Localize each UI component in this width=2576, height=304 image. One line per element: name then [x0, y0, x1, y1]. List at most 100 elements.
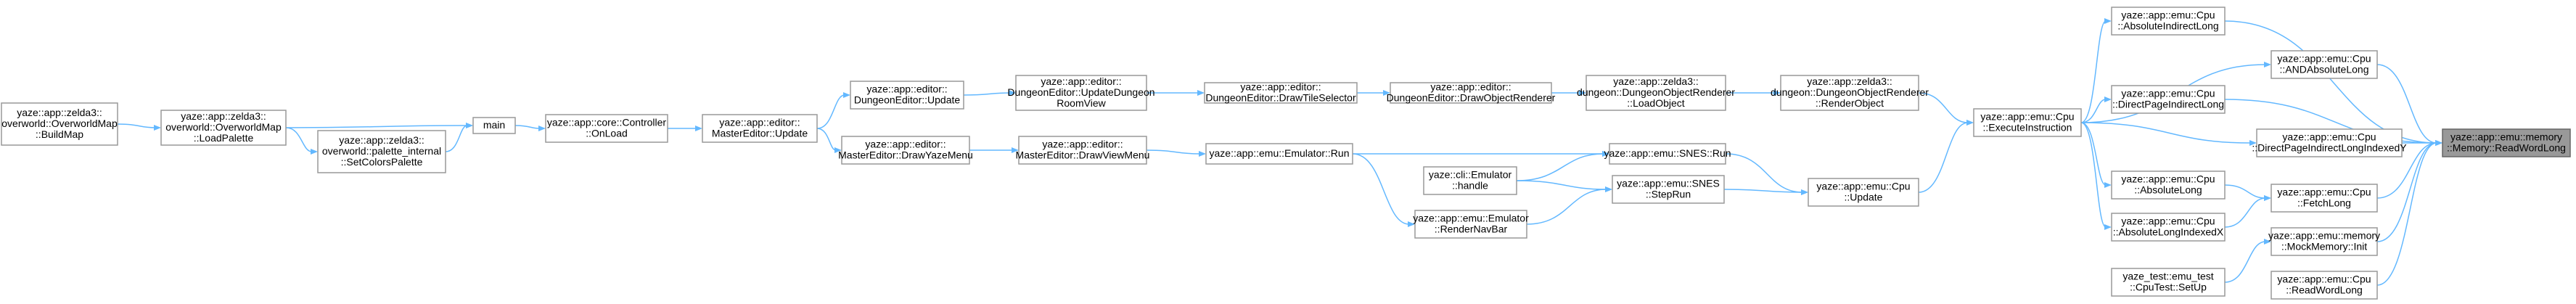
node-label-line: ::ReadWordLong: [2286, 284, 2363, 296]
node-label-line: yaze::app::emu::Cpu: [2121, 173, 2215, 185]
graph-node-n18[interactable]: yaze::app::emu::SNES::StepRun: [1612, 175, 1725, 204]
arrowhead-icon: [695, 126, 702, 131]
graph-node-n4[interactable]: main: [472, 117, 516, 134]
node-label-line: dungeon::DungeonObjectRenderer: [1577, 86, 1735, 98]
graph-node-n26[interactable]: yaze::app::emu::Cpu::AbsoluteLong: [2111, 171, 2226, 200]
graph-node-n12[interactable]: yaze::app::emu::Emulator::Run: [1205, 143, 1353, 165]
node-label-line: ::MockMemory::Init: [2281, 241, 2367, 252]
graph-node-n14[interactable]: yaze::app::emu::Emulator::RenderNavBar: [1413, 210, 1529, 239]
call-edge: [514, 125, 541, 129]
arrowhead-icon: [2104, 96, 2112, 102]
node-label-line: yaze::app::editor::: [866, 83, 947, 95]
graph-node-n20[interactable]: yaze::app::emu::Cpu::Update: [1808, 178, 1919, 207]
node-label-line: ::AbsoluteLongIndexedX: [2113, 226, 2224, 238]
graph-node-n23[interactable]: yaze::app::emu::Cpu::ANDAbsoluteLong: [2271, 50, 2378, 79]
graph-node-n13[interactable]: yaze::cli::Emulator::handle: [1423, 166, 1517, 195]
graph-node-n27[interactable]: yaze::app::emu::Cpu::AbsoluteLongIndexed…: [2111, 213, 2226, 242]
call-edge: [285, 125, 468, 128]
graph-node-n1[interactable]: yaze::app::zelda3::overworld::OverworldM…: [1, 102, 118, 146]
call-edge: [1516, 180, 1607, 190]
graph-node-n11[interactable]: yaze::app::editor::DungeonEditor::DrawTi…: [1204, 81, 1358, 104]
call-edge: [1725, 153, 1803, 193]
graph-node-n9[interactable]: yaze::app::editor::DungeonEditor::Update…: [1007, 75, 1155, 111]
call-edge: [963, 92, 1011, 96]
arrowhead-icon: [2435, 140, 2442, 146]
call-edges: [117, 18, 2442, 286]
node-label-line: yaze::app::emu::Emulator: [1413, 213, 1529, 224]
node-box: [1612, 175, 1725, 204]
node-label-line: ::RenderNavBar: [1435, 223, 1508, 235]
graph-node-n10[interactable]: yaze::app::editor::MasterEditor::DrawVie…: [1016, 136, 1150, 165]
node-box: [2271, 227, 2378, 256]
graph-node-n7[interactable]: yaze::app::editor::DungeonEditor::Update: [850, 81, 964, 110]
call-edge: [816, 94, 845, 129]
graph-node-n5[interactable]: yaze::app::core::Controller::OnLoad: [545, 114, 668, 143]
arrowhead-icon: [1012, 147, 1019, 153]
call-edge: [1918, 122, 1969, 193]
node-label-line: ::DirectPageIndirectLong: [2112, 99, 2224, 110]
arrowhead-icon: [1197, 90, 1205, 96]
node-label-line: yaze::app::emu::Cpu: [2121, 9, 2215, 21]
arrowhead-icon: [1383, 90, 1390, 96]
graph-node-n19[interactable]: yaze::app::zelda3::dungeon::DungeonObjec…: [1771, 75, 1929, 111]
node-label-line: yaze::app::emu::SNES: [1617, 178, 1720, 189]
node-label-line: ::OnLoad: [586, 128, 628, 139]
graph-node-n31[interactable]: yaze::app::emu::Cpu::ReadWordLong: [2271, 271, 2378, 300]
node-box: [2442, 128, 2571, 157]
arrowhead-icon: [2264, 62, 2271, 67]
call-edge: [1723, 189, 1803, 193]
graph-node-n28[interactable]: yaze::app::emu::Cpu::FetchLong: [2271, 184, 2378, 213]
call-edge: [2376, 142, 2437, 199]
node-label-line: ::AbsoluteLong: [2134, 184, 2202, 196]
arrowhead-icon: [1408, 221, 1415, 227]
call-edge: [1352, 153, 1410, 225]
arrowhead-icon: [843, 92, 850, 98]
arrowhead-icon: [834, 147, 842, 153]
arrowhead-icon: [1009, 90, 1016, 96]
node-label-line: yaze::app::emu::SNES::Run: [1604, 147, 1731, 159]
graph-node-n17[interactable]: yaze::app::emu::SNES::Run: [1604, 143, 1731, 165]
graph-node-n2[interactable]: yaze::app::zelda3::overworld::OverworldM…: [160, 110, 287, 146]
graph-node-n6[interactable]: yaze::app::editor::MasterEditor::Update: [702, 114, 818, 143]
node-label-line: ::ExecuteInstruction: [1983, 122, 2072, 133]
arrowhead-icon: [2104, 182, 2112, 188]
node-box: [2111, 7, 2226, 36]
node-label-line: RoomView: [1057, 97, 1106, 109]
graph-node-n8[interactable]: yaze::app::editor::MasterEditor::DrawYaz…: [838, 136, 973, 165]
arrowhead-icon: [1602, 151, 1609, 157]
graph-node-n22[interactable]: yaze::app::emu::Cpu::AbsoluteIndirectLon…: [2111, 7, 2226, 36]
arrowhead-icon: [311, 149, 318, 155]
graph-node-n32[interactable]: yaze::app::emu::memory::Memory::ReadWord…: [2442, 128, 2571, 157]
graph-node-n3[interactable]: yaze::app::zelda3::overworld::palette_in…: [317, 130, 446, 173]
call-edge: [1918, 92, 1969, 123]
node-label-line: yaze::app::zelda3::: [17, 107, 102, 118]
graph-node-n24[interactable]: yaze::app::emu::Cpu::DirectPageIndirectL…: [2111, 85, 2226, 114]
call-edge: [2080, 99, 2107, 123]
node-label-line: DungeonEditor::Update: [854, 94, 961, 106]
call-edge: [1516, 153, 1604, 181]
node-label-line: yaze::app::emu::memory: [2450, 131, 2562, 143]
node-label-line: ::handle: [1452, 180, 1488, 192]
call-edge: [816, 128, 837, 151]
node-label-line: ::FetchLong: [2297, 197, 2351, 209]
node-label-line: yaze::app::zelda3::: [339, 134, 424, 146]
graph-node-n16[interactable]: yaze::app::zelda3::dungeon::DungeonObjec…: [1577, 75, 1735, 111]
node-label-line: yaze::app::editor::: [1041, 75, 1121, 87]
node-box: [1, 102, 118, 146]
graph-node-n30[interactable]: yaze_test::emu_test::CpuTest::SetUp: [2111, 268, 2226, 297]
graph-node-n15[interactable]: yaze::app::editor::DungeonEditor::DrawOb…: [1387, 81, 1556, 104]
node-label-line: ::BuildMap: [36, 128, 83, 140]
graph-node-n21[interactable]: yaze::app::emu::Cpu::ExecuteInstruction: [1973, 108, 2082, 137]
node-label-line: ::StepRun: [1646, 189, 1691, 200]
node-label-line: yaze::app::zelda3::: [181, 110, 266, 122]
node-label-line: overworld::OverworldMap: [1, 118, 118, 129]
graph-node-n29[interactable]: yaze::app::emu::memory::MockMemory::Init: [2268, 227, 2380, 256]
call-edge: [1146, 149, 1201, 155]
graph-node-n25[interactable]: yaze::app::emu::Cpu::DirectPageIndirectL…: [2252, 128, 2407, 157]
arrowhead-icon: [1801, 189, 1808, 195]
arrowhead-icon: [466, 123, 473, 128]
node-label-line: MasterEditor::Update: [712, 128, 808, 139]
call-nodes: yaze::app::zelda3::overworld::OverworldM…: [1, 7, 2571, 300]
node-label-line: ::LoadPalette: [194, 132, 254, 144]
